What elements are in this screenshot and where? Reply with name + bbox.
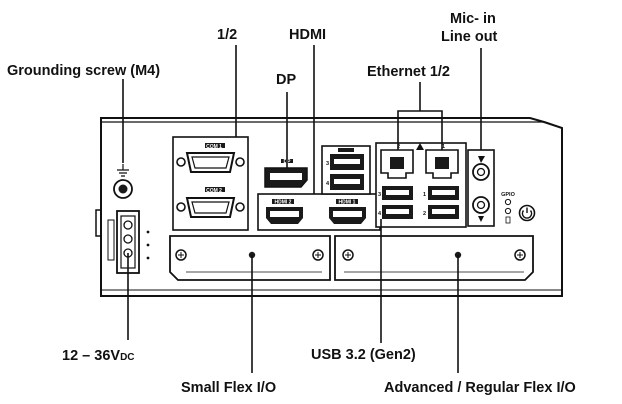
com1-label: COM 1 (206, 144, 222, 150)
label-ethernet: Ethernet 1/2 (367, 64, 450, 80)
leader-lines (122, 45, 482, 373)
power-icon (521, 210, 533, 219)
usb3-num: 3 (326, 161, 329, 167)
label-small-flex: Small Flex I/O (181, 380, 277, 396)
label-dp: DP (276, 72, 297, 88)
small-flex-io-bay (169, 235, 331, 281)
hdmi1-label: HDMI 1 (339, 200, 356, 206)
label-power-sub: DC (120, 352, 135, 363)
usb3b-num: 3 (378, 192, 381, 198)
grounding-screw (113, 164, 133, 199)
ground-symbol-icon (117, 164, 129, 177)
audio-jacks (467, 149, 495, 227)
label-grounding: Grounding screw (M4) (7, 63, 161, 79)
label-mic-in: Mic- in (450, 11, 496, 27)
advanced-flex-io-bay (334, 235, 534, 281)
usb2-num: 2 (423, 211, 426, 217)
lan1-num: 1 (442, 144, 445, 150)
usb1-num: 1 (423, 192, 426, 198)
label-serial: 1/2 (217, 27, 238, 43)
hdmi-ports (257, 193, 381, 231)
label-advanced-flex: Advanced / Regular Flex I/O (384, 380, 576, 396)
label-power-main: 12 – 36V (62, 348, 121, 364)
headphone-icon (478, 216, 484, 222)
label-power: 12 – 36VDC (62, 348, 135, 366)
usb4-num: 4 (326, 181, 330, 187)
label-usb: USB 3.2 (Gen2) (311, 347, 416, 363)
mic-icon (478, 156, 485, 163)
power-button (518, 204, 536, 222)
label-hdmi: HDMI (289, 27, 327, 43)
usb-ports-left (321, 145, 371, 195)
com2-label: COM 2 (206, 188, 222, 194)
com-ports (172, 136, 249, 231)
usb4b-num: 4 (378, 211, 382, 217)
ethernet-usb-panel (375, 142, 467, 228)
gpio-label: GPIO (501, 192, 515, 198)
chassis (95, 117, 563, 297)
label-line-out: Line out (441, 29, 498, 45)
status-leds (504, 198, 512, 224)
hdmi2-label: HDMI 2 (275, 200, 292, 206)
